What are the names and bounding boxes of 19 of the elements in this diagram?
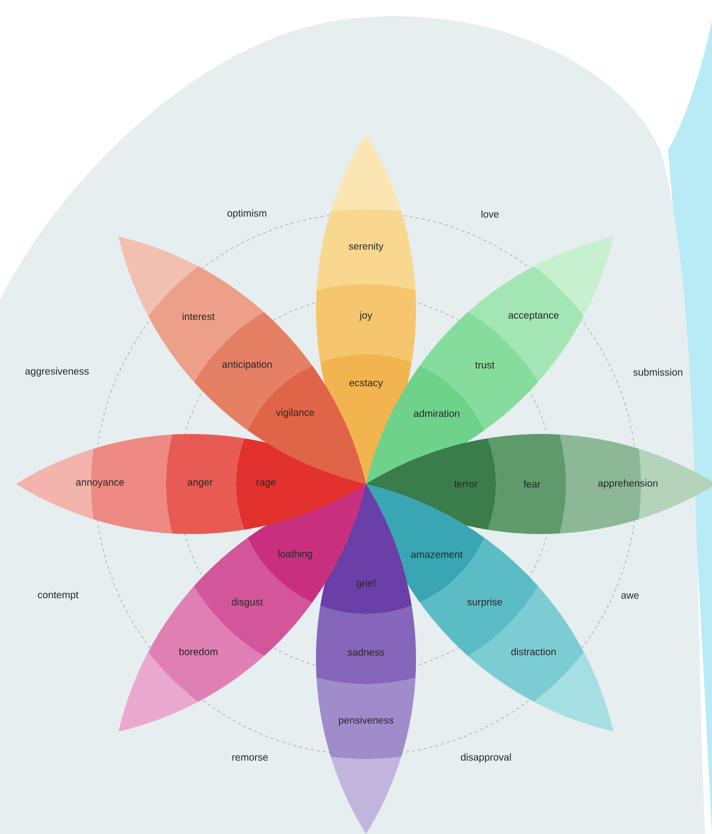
petal-segment: terror (366, 438, 496, 530)
petal-segment: sadness (316, 606, 416, 684)
dyad-label: optimism (228, 209, 266, 219)
petal-segment: pensiveness (316, 678, 416, 759)
dyad-label: love (482, 210, 499, 218)
petal-segment: serenity (316, 209, 416, 290)
petal-segment: rage (236, 438, 366, 530)
dyad-label: submission (633, 368, 682, 376)
dyad-label: awe (621, 593, 639, 599)
petal-segment: grief (320, 484, 412, 614)
petal-tip (330, 756, 402, 834)
petal-segment: fear (488, 434, 566, 534)
petal-segment: anger (166, 434, 244, 534)
dyad-label: contempt (38, 592, 78, 600)
dyad-label: aggresiveness (25, 367, 89, 377)
dyad-label: disapproval (460, 753, 511, 763)
petal-segment: joy (316, 284, 416, 362)
petal-tip (330, 134, 402, 212)
dyad-label: remorse (232, 755, 268, 761)
